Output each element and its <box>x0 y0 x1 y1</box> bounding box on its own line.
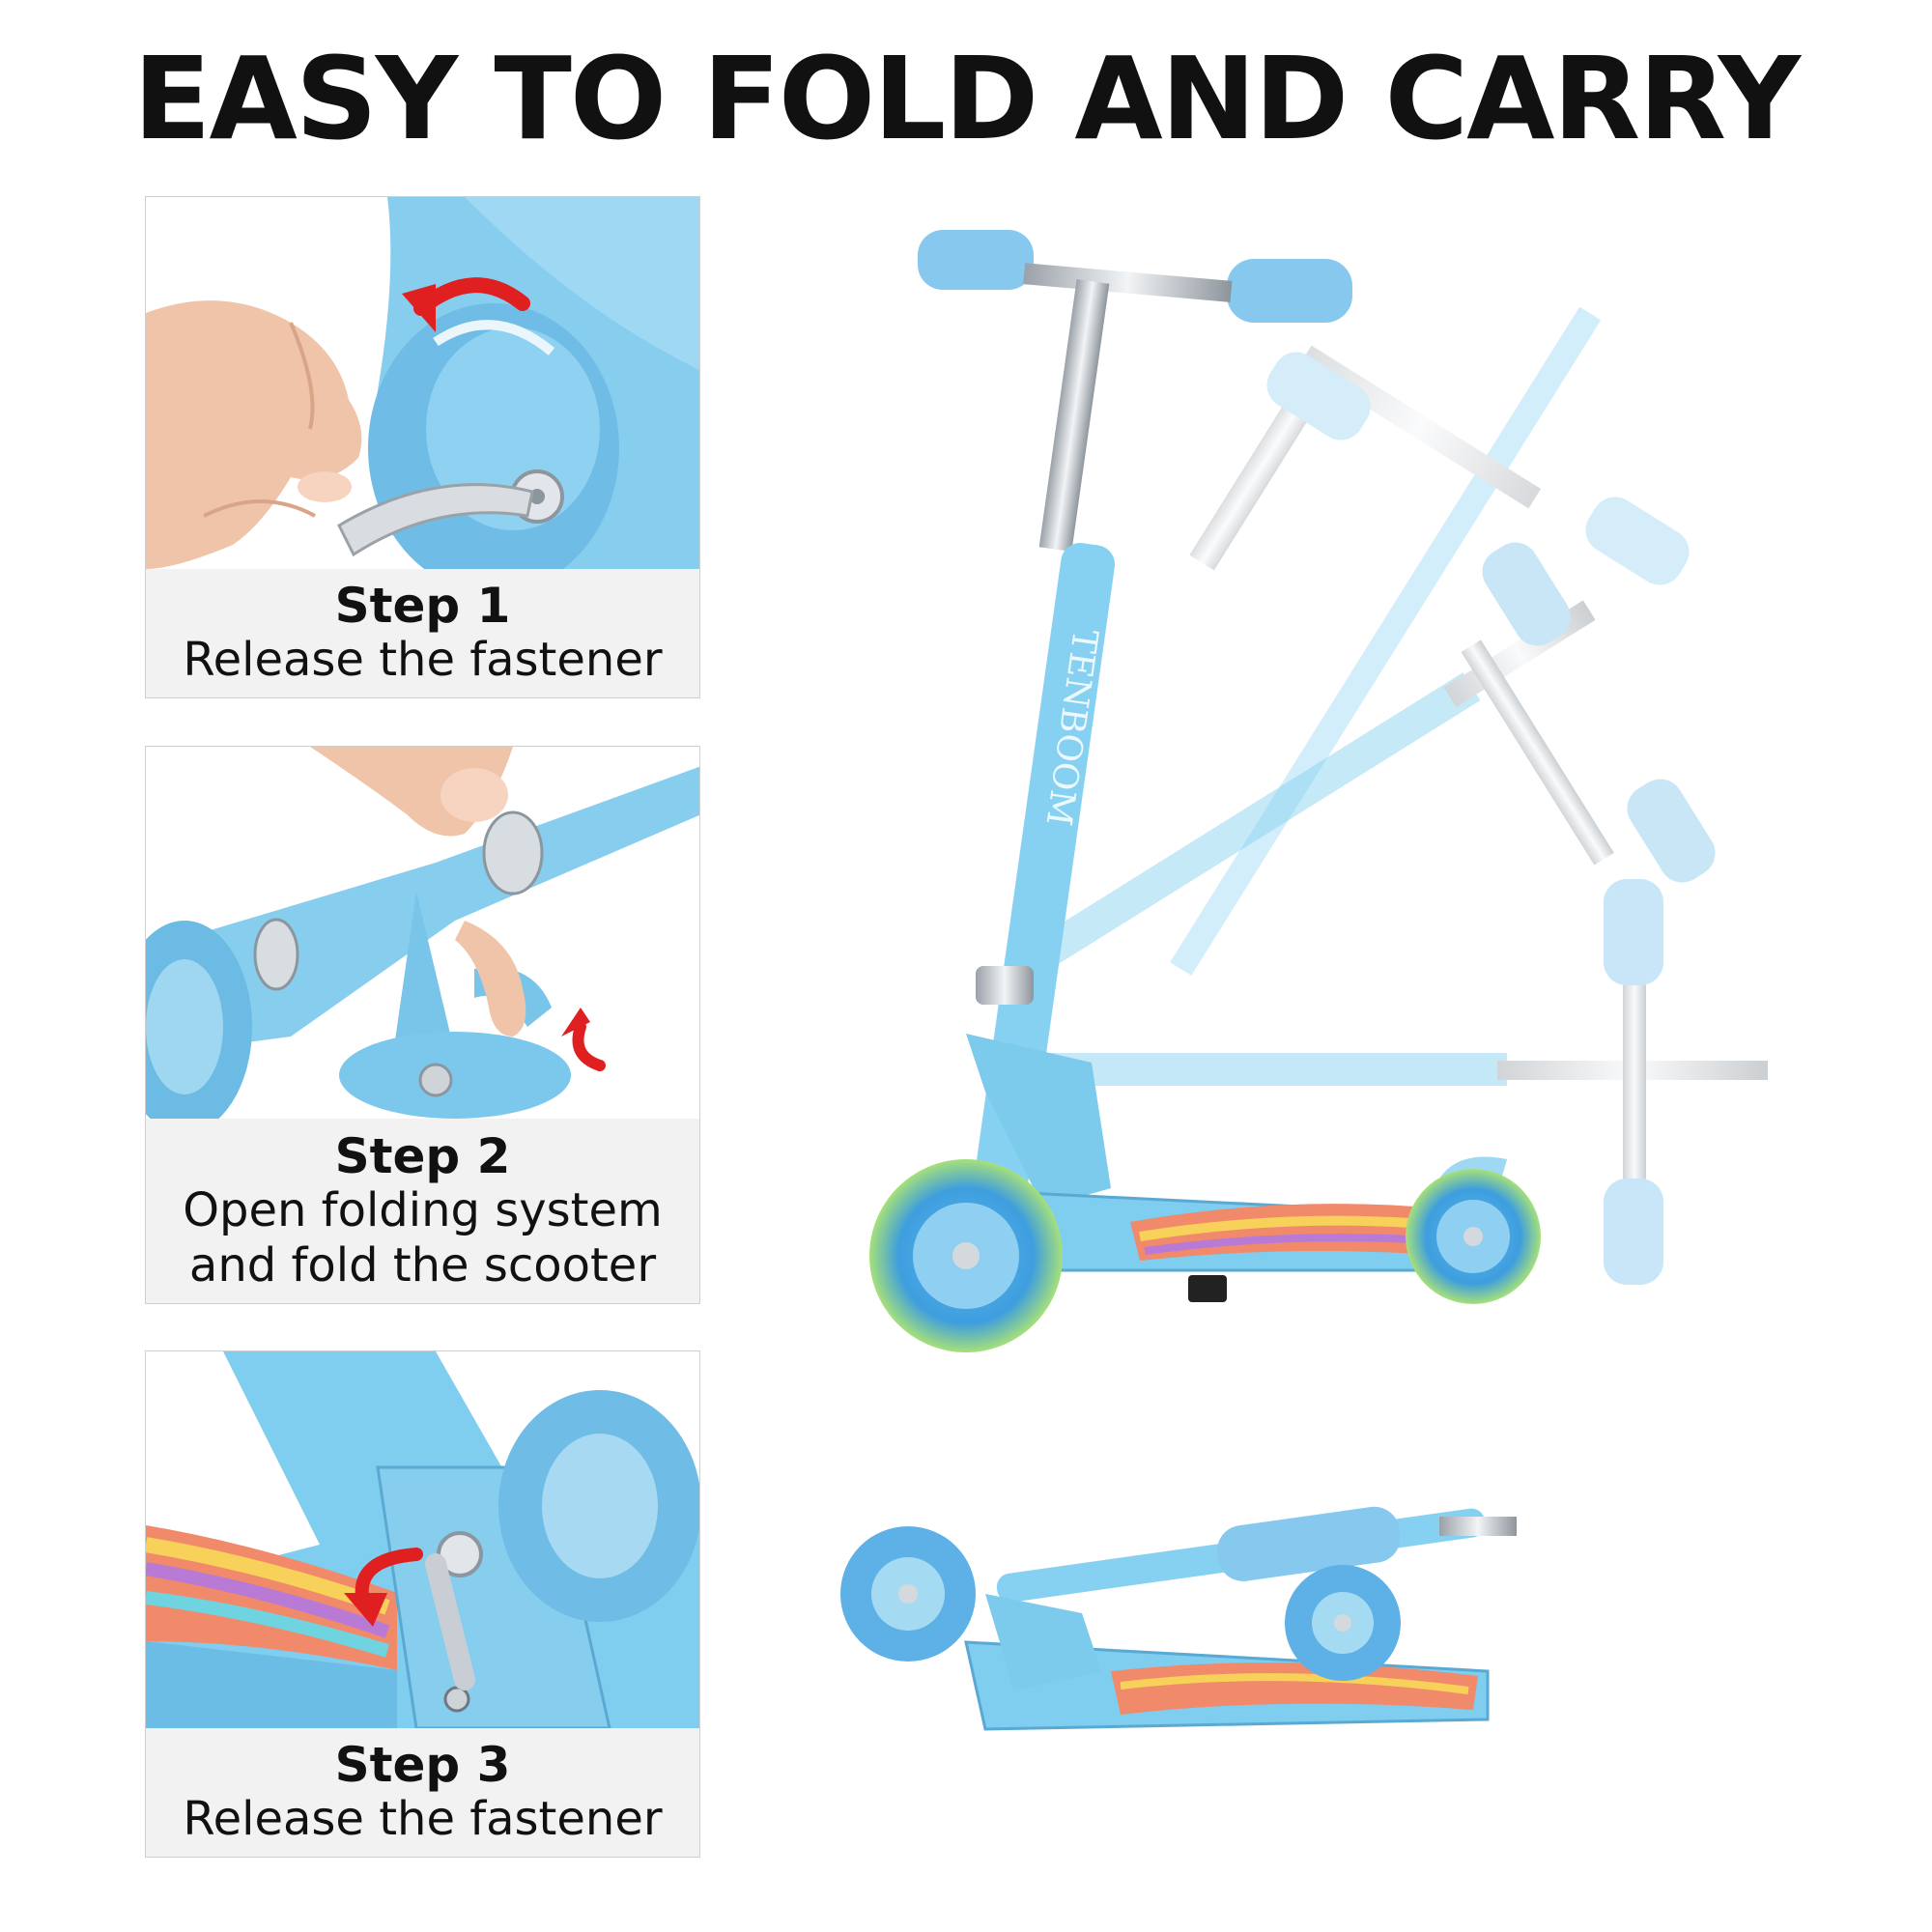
light-up-wheel-icon <box>1406 1169 1541 1304</box>
step-card-1: Step 1 Release the fastener <box>145 196 700 698</box>
step-2-caption: Step 2 Open folding system and fold the … <box>146 1119 699 1303</box>
scooter-upright: TENBOOM <box>869 230 1541 1352</box>
curved-arrow-icon <box>344 1548 423 1627</box>
step-2-title: Step 2 <box>334 1127 511 1184</box>
hand-icon <box>146 300 362 569</box>
step-3-caption: Step 3 Release the fastener <box>146 1728 699 1857</box>
step-3-title: Step 3 <box>334 1737 511 1794</box>
light-up-wheel-icon <box>1285 1565 1401 1681</box>
step-3-photo <box>146 1351 699 1728</box>
curved-arrow-icon <box>402 277 530 332</box>
step-3-description: Release the fastener <box>183 1792 663 1847</box>
fold-position-ghost-3 <box>995 879 1768 1285</box>
fold-position-ghost-1 <box>1170 306 1690 976</box>
hand-icon <box>310 747 526 1037</box>
step-card-2: Step 2 Open folding system and fold the … <box>145 746 700 1304</box>
light-up-wheel-icon <box>869 1159 1063 1352</box>
step-2-description: Open folding system and fold the scooter <box>183 1182 663 1293</box>
step-1-caption: Step 1 Release the fastener <box>146 569 699 697</box>
step-1-title: Step 1 <box>334 578 511 635</box>
light-up-wheel-icon <box>840 1526 976 1662</box>
step-1-photo <box>146 197 699 569</box>
curved-arrow-icon <box>561 1008 606 1071</box>
scooter-fold-illustration: TENBOOM <box>821 222 1932 1922</box>
scooter-folded <box>840 1506 1517 1731</box>
page-headline: EASY TO FOLD AND CARRY <box>132 32 1801 165</box>
step-2-photo <box>146 747 699 1119</box>
fold-position-ghost-2 <box>1004 542 1716 987</box>
step-card-3: Step 3 Release the fastener <box>145 1350 700 1858</box>
step-1-description: Release the fastener <box>183 633 663 688</box>
